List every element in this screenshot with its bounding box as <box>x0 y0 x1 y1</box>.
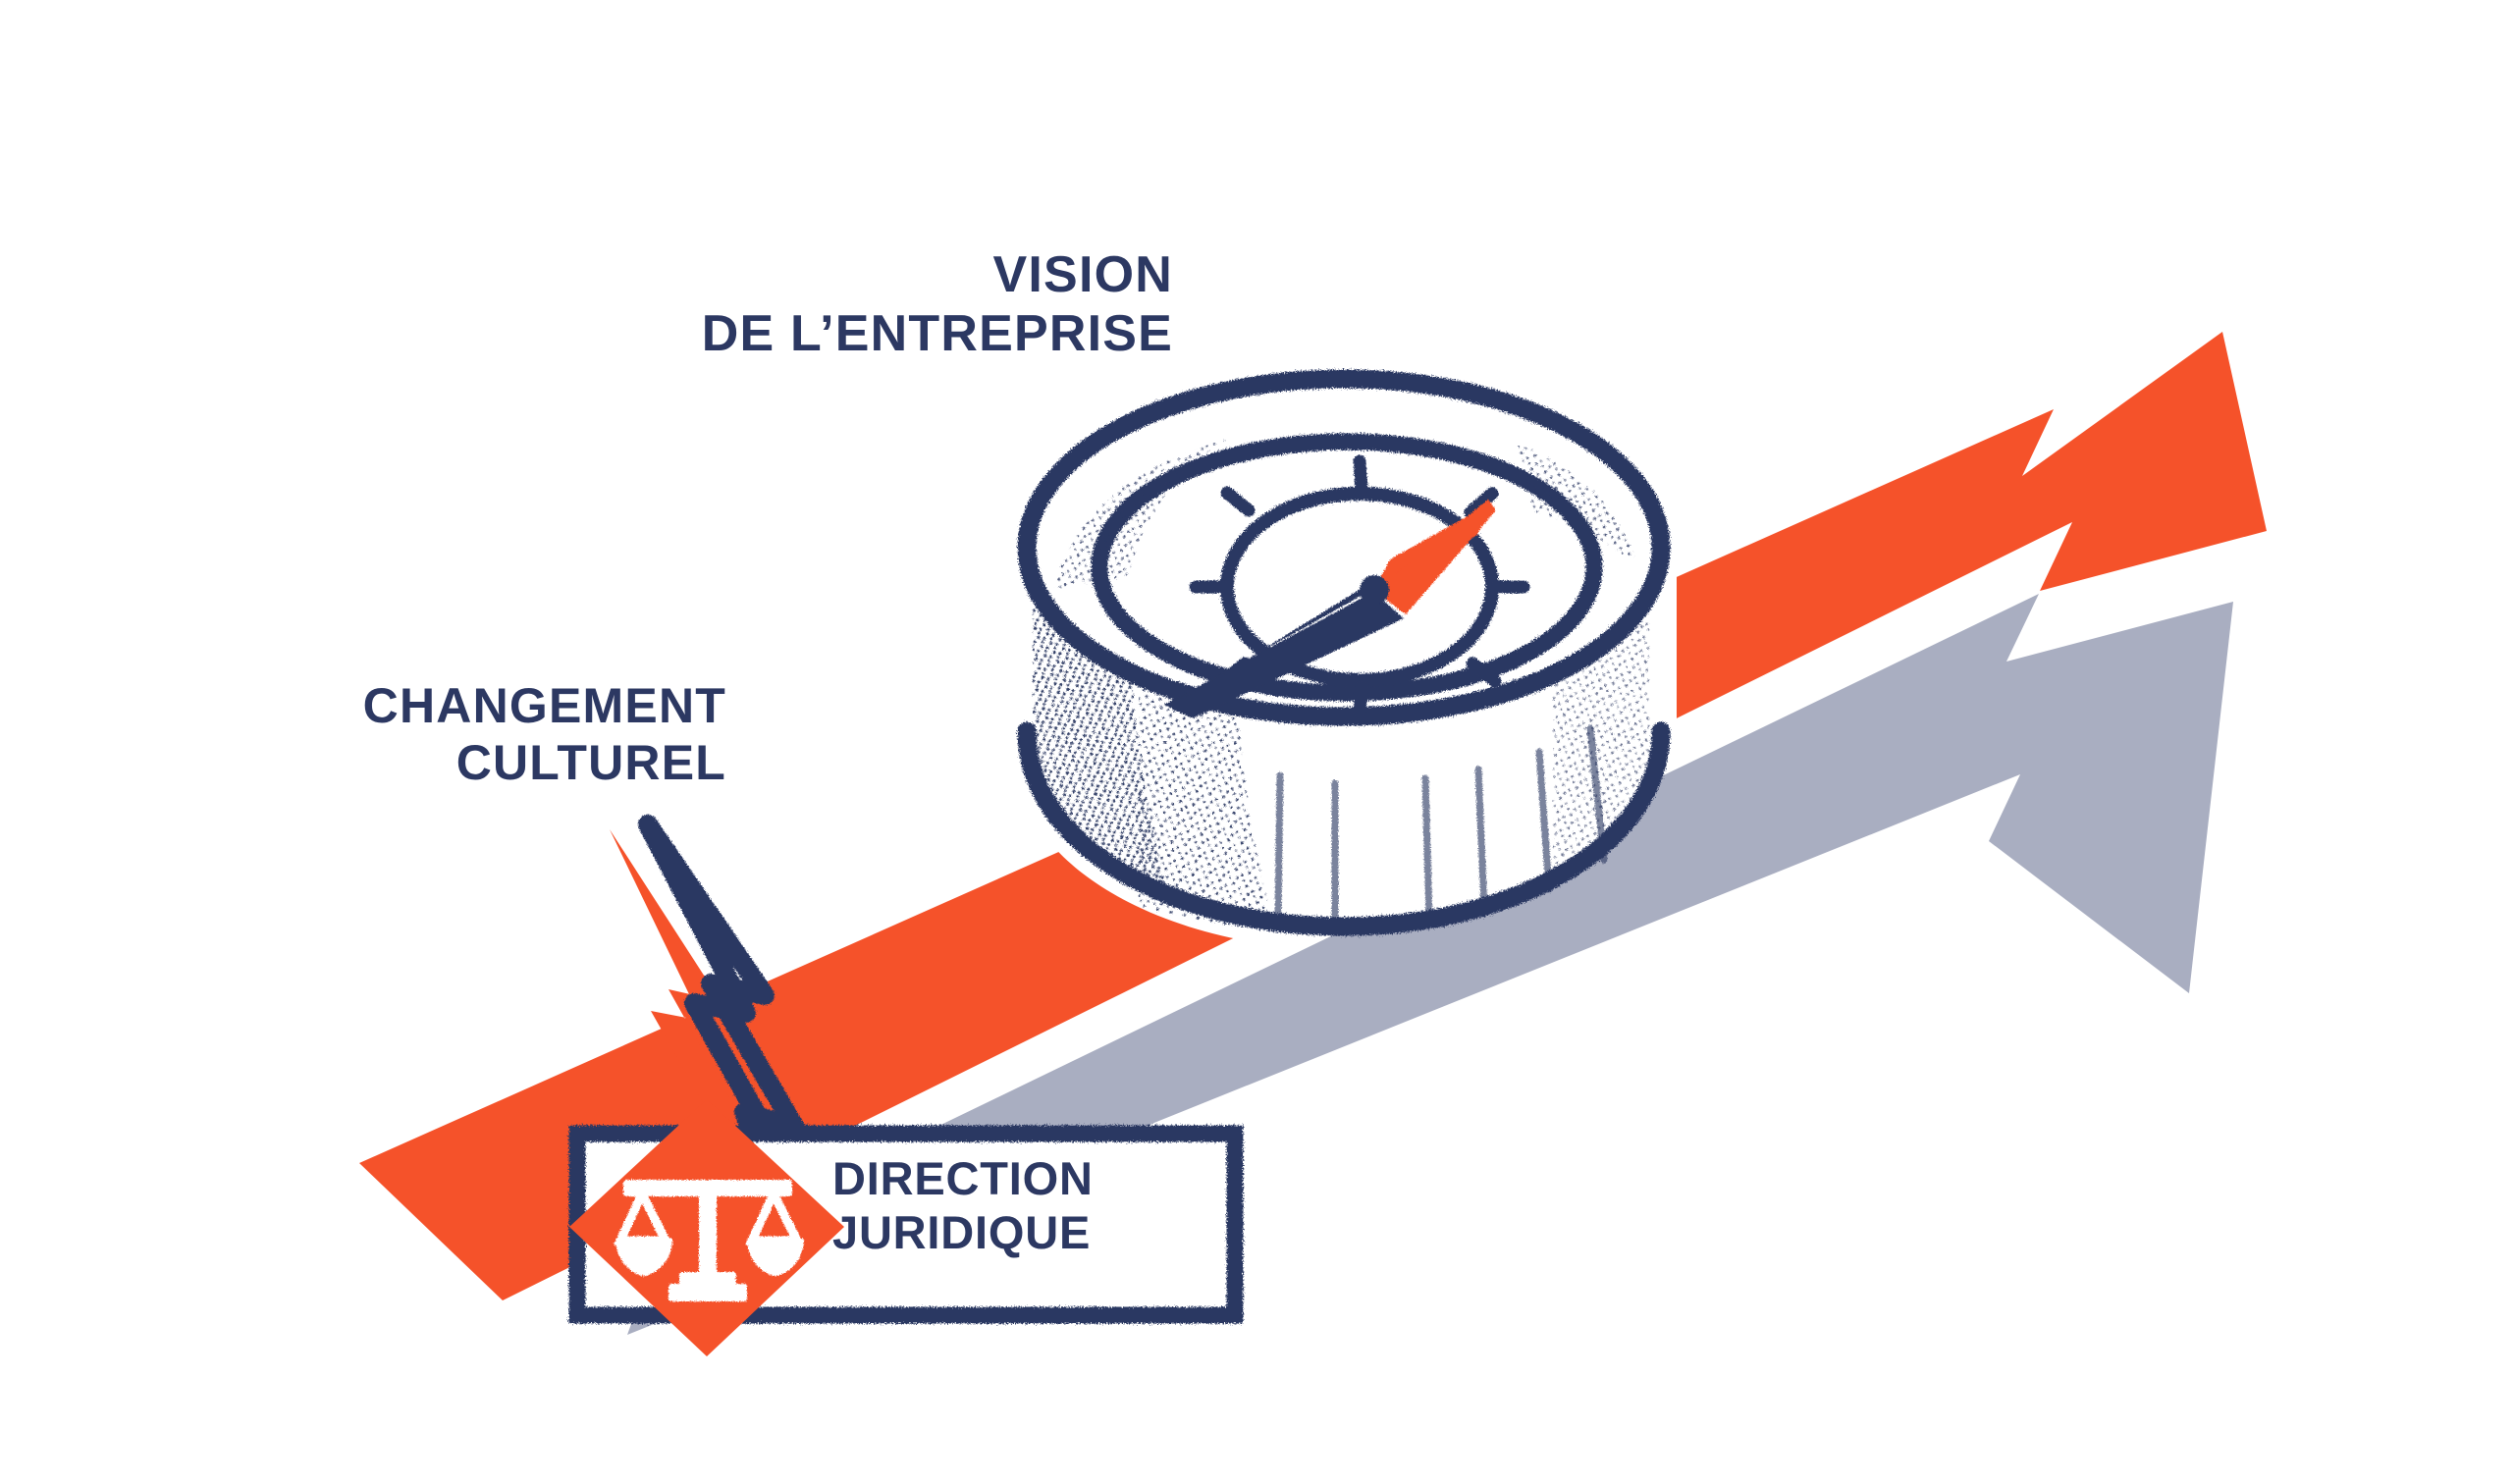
direction-juridique-title: DIRECTION JURIDIQUE <box>832 1151 1094 1260</box>
vision-label: VISION DE L’ENTREPRISE <box>702 245 1173 364</box>
vision-label-line1: VISION <box>992 246 1173 303</box>
changement-label-line1: CHANGEMENT <box>362 678 726 733</box>
changement-label-line2: CULTUREL <box>455 735 726 790</box>
scales-of-justice-badge <box>569 1099 844 1356</box>
direction-juridique-callout: DIRECTION JURIDIQUE <box>567 1124 1245 1320</box>
compass-illustration <box>1017 369 1671 936</box>
changement-culturel-label: CHANGEMENT CULTUREL <box>363 677 726 791</box>
direction-juridique-line1: DIRECTION <box>832 1152 1094 1204</box>
vision-label-line2: DE L’ENTREPRISE <box>701 305 1173 363</box>
direction-juridique-line2: JURIDIQUE <box>832 1206 1092 1259</box>
